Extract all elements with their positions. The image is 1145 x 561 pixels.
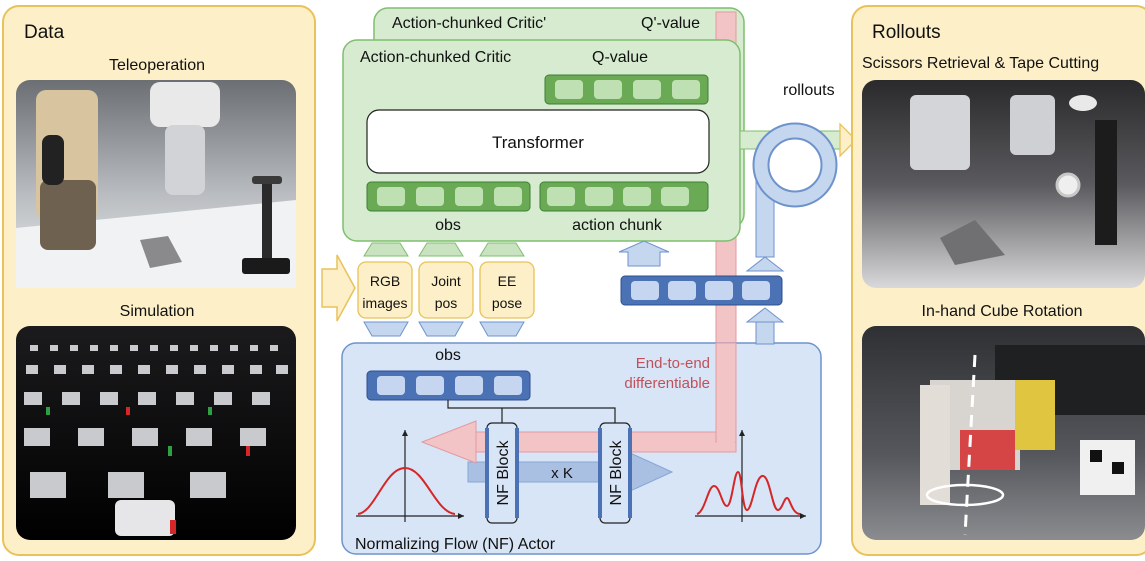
critic-box: Action-chunked Critic Q-value Transforme…: [342, 39, 741, 242]
actor-title: Normalizing Flow (NF) Actor: [355, 536, 556, 553]
data-title: Data: [24, 22, 65, 43]
obs-conditioning-lines: [447, 400, 616, 424]
input-connectors-bottom: [363, 321, 525, 337]
joint-line2: pos: [435, 295, 458, 311]
ee-line2: pose: [492, 295, 523, 311]
critic-title: Action-chunked Critic: [360, 49, 511, 66]
teleoperation-photo: [16, 80, 296, 288]
cube-rotation-photo: [862, 326, 1145, 540]
repeat-k-label: x K: [551, 465, 573, 482]
task1-label: Scissors Retrieval & Tape Cutting: [862, 55, 1099, 72]
e2e-line1: End-to-end: [636, 355, 710, 372]
gaussian-prior-plot: [356, 430, 464, 522]
simulation-label: Simulation: [120, 303, 195, 320]
teleoperation-label: Teleoperation: [109, 57, 205, 74]
critic-action-chunk-label: action chunk: [572, 217, 663, 234]
data-to-inputs-arrow: [321, 254, 356, 322]
nf-block-2-label: NF Block: [608, 440, 625, 506]
rollout-loop: [739, 122, 857, 208]
nf-block-1-label: NF Block: [495, 440, 512, 506]
data-panel: Data Teleoperation Simulation: [2, 5, 316, 556]
rgb-line2: images: [362, 295, 407, 311]
multimodal-action-plot: [695, 430, 806, 522]
input-ee-box: EE pose: [479, 261, 535, 319]
input-connectors-top: [363, 242, 525, 257]
critic-prime-title: Action-chunked Critic': [392, 15, 546, 32]
transformer-label: Transformer: [492, 133, 584, 152]
actor-obs-token-bar: [366, 370, 531, 401]
actor-box: obs End-to-end differentiable NF Block: [341, 342, 822, 555]
rollouts-arrow-label: rollouts: [783, 82, 835, 99]
obs-token-bar: [366, 181, 531, 212]
scissors-task-photo: [862, 80, 1145, 288]
ee-line1: EE: [498, 273, 517, 289]
critic-prime-qvalue: Q'-value: [641, 15, 700, 32]
input-rgb-box: RGB images: [357, 261, 413, 319]
e2e-line2: differentiable: [624, 375, 710, 392]
actor-to-critic-action-arrow: [618, 240, 670, 267]
rgb-line1: RGB: [370, 273, 400, 289]
critic-qvalue-label: Q-value: [592, 49, 648, 66]
nf-block-2: NF Block: [598, 422, 632, 524]
task2-label: In-hand Cube Rotation: [922, 303, 1083, 320]
input-joint-box: Joint pos: [418, 261, 474, 319]
simulation-photo: [16, 326, 296, 540]
action-to-rollout-arrow: [745, 180, 785, 272]
transformer-block: [366, 109, 710, 174]
nf-block-1: NF Block: [485, 422, 519, 524]
rollouts-title: Rollouts: [872, 22, 941, 43]
action-output-token-bar: [620, 275, 783, 306]
critic-obs-label: obs: [435, 217, 461, 234]
action-chunk-token-bar: [539, 181, 709, 212]
qvalue-token-bar: [544, 74, 709, 105]
joint-line1: Joint: [431, 273, 461, 289]
rollouts-panel: Rollouts Scissors Retrieval & Tape Cutti…: [851, 5, 1145, 556]
actor-obs-label: obs: [435, 347, 461, 364]
actor-to-action-arrow: [745, 307, 785, 345]
